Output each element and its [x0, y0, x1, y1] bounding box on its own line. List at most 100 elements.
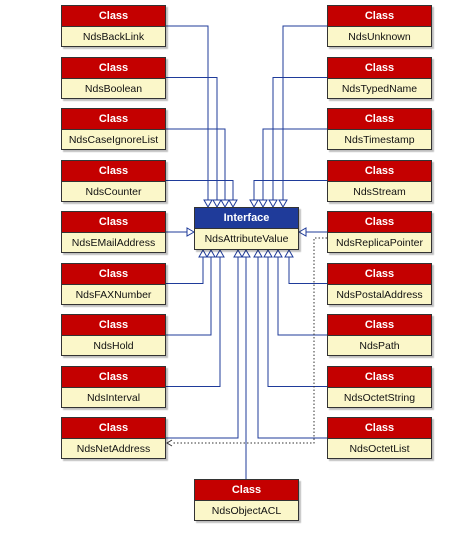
realization-nds-postal-address — [288, 257, 327, 284]
class-name: NdsNetAddress — [76, 443, 151, 455]
realization-nds-back-link — [166, 25, 209, 200]
realization-nds-timestamp — [262, 128, 327, 200]
class-stereotype: Class — [328, 366, 431, 388]
realization-nds-interval — [166, 257, 221, 387]
class-name: NdsCaseIgnoreList — [68, 134, 159, 146]
realization-nds-net-address — [166, 257, 239, 439]
class-name: NdsInterval — [86, 391, 141, 404]
realization-nds-path-arrowhead — [273, 248, 283, 258]
class-stereotype: Class — [62, 263, 165, 285]
realization-nds-counter-arrowhead — [228, 199, 238, 209]
realization-nds-object-acl-arrowhead — [241, 248, 251, 258]
class-name: NdsBackLink — [82, 31, 145, 43]
class-stereotype: Class — [62, 109, 165, 130]
class-stereotype: Class — [62, 212, 165, 233]
realization-nds-timestamp-arrowhead — [258, 199, 268, 209]
realization-nds-stream-arrowhead — [249, 199, 259, 209]
dependency-arrowhead — [166, 439, 173, 447]
realization-nds-case-ignore-list-arrowhead — [220, 199, 230, 209]
realization-nds-octet-list — [257, 257, 327, 439]
class-stereotype: Class — [328, 418, 431, 439]
realization-links — [166, 25, 327, 479]
realization-nds-octet-string-arrowhead — [263, 248, 273, 258]
realization-nds-back-link-arrowhead — [203, 199, 213, 209]
class-name: NdsObjectACL — [211, 505, 282, 517]
class-stereotype: Class — [328, 57, 431, 79]
realization-nds-typed-name-arrowhead — [268, 199, 278, 209]
realization-nds-counter — [166, 180, 234, 200]
class-name: NdsTimestamp — [344, 134, 415, 146]
realization-nds-case-ignore-list — [166, 128, 226, 200]
class-stereotype: Class — [328, 160, 431, 182]
dependency-replica-pointer-to-net-address — [172, 237, 327, 444]
realization-nds-boolean — [166, 77, 218, 200]
class-name: NdsFAXNumber — [75, 288, 152, 301]
realization-nds-interval-arrowhead — [215, 248, 225, 258]
class-name: NdsTypedName — [341, 82, 418, 95]
class-stereotype: Class — [62, 160, 165, 182]
realization-nds-octet-string — [267, 257, 327, 387]
realization-nds-faxnumber — [166, 257, 204, 284]
realization-nds-stream — [253, 180, 327, 200]
realization-nds-email-address-arrowhead — [186, 227, 196, 237]
class-stereotype: Class — [328, 6, 431, 27]
class-stereotype: Class — [328, 212, 431, 233]
class-name: NdsReplicaPointer — [336, 237, 423, 249]
realization-nds-octet-list-arrowhead — [253, 248, 263, 258]
class-name: NdsOctetList — [349, 443, 410, 455]
class-stereotype: Class — [328, 263, 431, 285]
class-stereotype: Class — [62, 366, 165, 388]
class-name: NdsOctetString — [343, 391, 416, 404]
realization-nds-boolean-arrowhead — [212, 199, 222, 209]
class-name: NdsCounter — [85, 185, 142, 198]
realization-nds-path — [277, 257, 327, 336]
class-stereotype: Class — [62, 57, 165, 79]
class-name: NdsStream — [353, 185, 406, 198]
class-name: NdsUnknown — [348, 31, 411, 43]
class-name: NdsPath — [359, 340, 400, 352]
class-stereotype: Class — [328, 315, 431, 336]
class-stereotype: Class — [195, 480, 298, 501]
class-name: NdsHold — [93, 340, 134, 352]
dependency-links — [166, 237, 327, 447]
realization-nds-hold — [166, 257, 212, 336]
class-stereotype: Class — [62, 315, 165, 336]
interface-stereotype: Interface — [195, 208, 298, 229]
class-stereotype: Class — [62, 6, 165, 27]
class-name: NdsBoolean — [84, 82, 143, 95]
class-stereotype: Class — [328, 109, 431, 130]
interface-name: NdsAttributeValue — [204, 233, 289, 245]
realization-nds-typed-name — [272, 77, 327, 200]
realization-nds-unknown-arrowhead — [278, 199, 288, 209]
realization-nds-postal-address-arrowhead — [284, 248, 294, 258]
realization-nds-hold-arrowhead — [206, 248, 216, 258]
realization-nds-unknown — [282, 25, 327, 200]
class-name: NdsEMailAddress — [71, 237, 156, 249]
class-stereotype: Class — [62, 418, 165, 439]
realization-nds-replica-pointer-arrowhead — [297, 227, 307, 237]
realization-nds-faxnumber-arrowhead — [198, 248, 208, 258]
realization-nds-net-address-arrowhead — [233, 248, 243, 258]
class-name: NdsPostalAddress — [336, 288, 423, 301]
